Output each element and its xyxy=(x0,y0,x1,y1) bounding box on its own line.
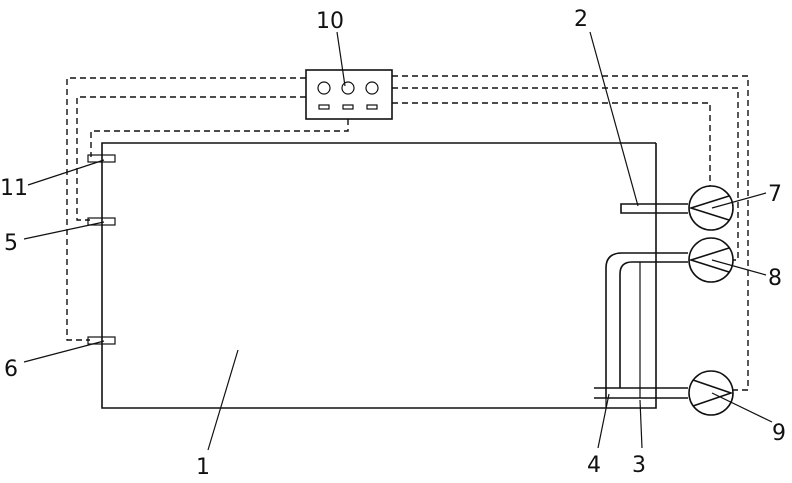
leader-8 xyxy=(711,259,767,276)
pump-mid xyxy=(688,237,734,283)
controller-switch-1 xyxy=(318,104,330,110)
leader-4 xyxy=(597,393,610,449)
leader-lines xyxy=(23,31,773,451)
tank xyxy=(101,142,657,409)
leader-3 xyxy=(639,399,643,449)
leader-10 xyxy=(336,31,346,87)
label-sensor-mid: 5 xyxy=(4,231,18,256)
label-pump-mid: 8 xyxy=(768,266,782,291)
controller-indicator-3 xyxy=(365,81,379,95)
leader-11 xyxy=(27,159,105,186)
leader-6 xyxy=(23,340,105,363)
leader-9 xyxy=(711,392,773,423)
label-pump-bottom: 9 xyxy=(772,421,786,446)
label-sensor-low: 6 xyxy=(4,357,18,382)
inner-pipe xyxy=(605,252,688,398)
leader-1 xyxy=(207,349,239,451)
control-wiring xyxy=(66,75,749,391)
sensor-top xyxy=(87,154,116,163)
leader-7 xyxy=(711,192,767,209)
controller-indicator-1 xyxy=(317,81,331,95)
label-sensor-top: 11 xyxy=(0,176,28,201)
label-tank: 1 xyxy=(196,455,210,480)
label-bottom-pipe: 4 xyxy=(587,453,601,478)
controller-switch-3 xyxy=(366,104,378,110)
controller-switch-2 xyxy=(342,104,354,110)
leader-2 xyxy=(589,31,639,207)
leader-5 xyxy=(23,221,105,240)
controller-indicator-2 xyxy=(341,81,355,95)
sensor-low xyxy=(87,336,116,345)
label-pump-top: 7 xyxy=(768,182,782,207)
label-inner-pipe: 3 xyxy=(632,453,646,478)
label-controller: 10 xyxy=(316,9,344,34)
reference-labels: 10 2 7 8 9 11 5 6 1 4 3 xyxy=(0,7,786,480)
inlet-pipe xyxy=(620,203,688,214)
controller-box xyxy=(305,69,393,120)
sensor-mid xyxy=(87,217,116,226)
label-inlet-pipe: 2 xyxy=(574,7,588,32)
pump-bottom xyxy=(688,370,734,416)
pump-top xyxy=(688,185,734,231)
